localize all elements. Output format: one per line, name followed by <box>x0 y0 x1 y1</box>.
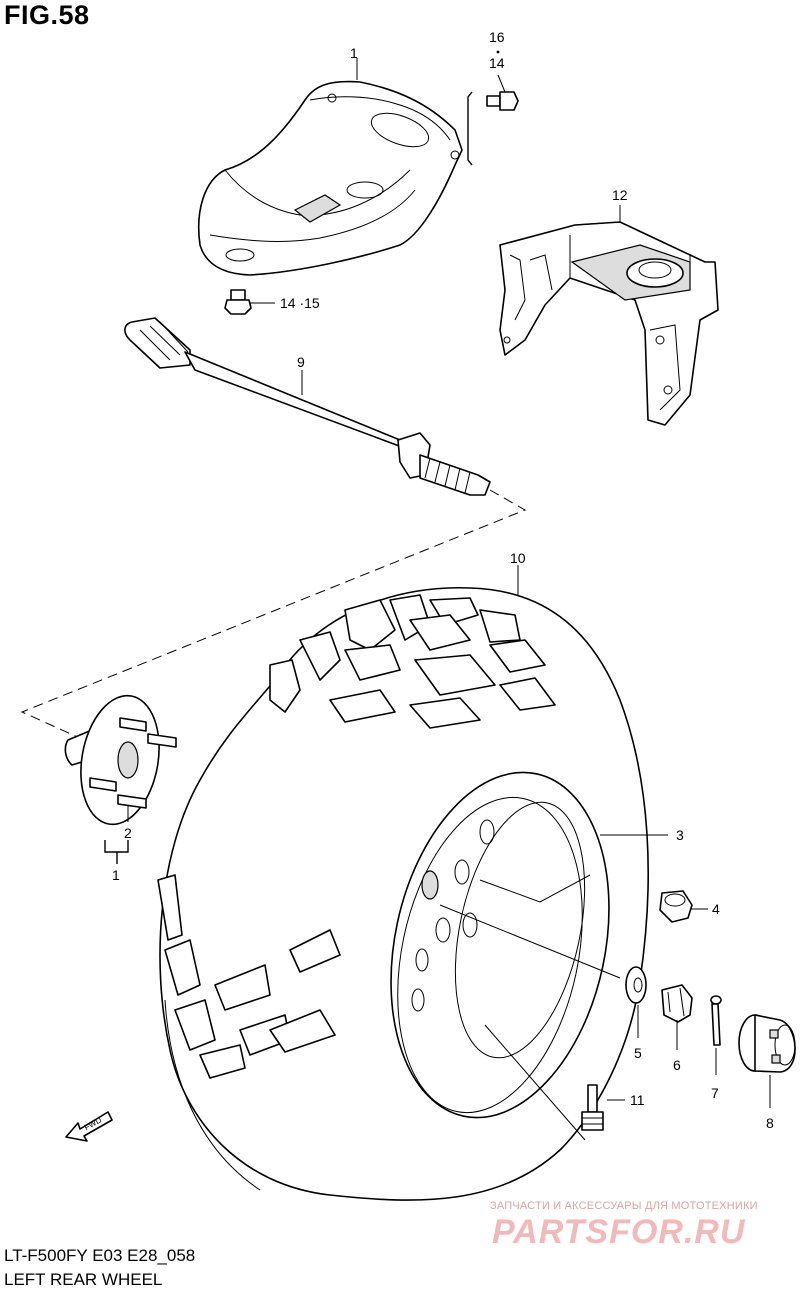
part-11-valve <box>581 1084 604 1131</box>
callout-7: 7 <box>711 1085 719 1101</box>
callout-16: 16 <box>489 29 505 45</box>
part-3-rim <box>390 771 668 1119</box>
part-7-cotter-pin <box>710 995 722 1075</box>
callout-2: 2 <box>124 825 132 841</box>
part-13-mudguard <box>197 58 519 315</box>
leader-lines <box>439 874 708 1141</box>
callout-11: 11 <box>630 1092 645 1108</box>
callout-12: 12 <box>612 187 628 203</box>
alignment-line <box>20 489 527 749</box>
part-9-axle-shaft <box>124 317 491 496</box>
callout-3: 3 <box>676 827 684 843</box>
part-8-hub-cap <box>738 1014 796 1108</box>
callout-4: 4 <box>712 901 720 917</box>
callout-13: 1 <box>350 45 358 61</box>
part-1-hub <box>64 694 177 864</box>
part-6-castle-nut <box>661 984 693 1050</box>
callout-6: 6 <box>673 1057 681 1073</box>
callout-10: 10 <box>510 550 526 566</box>
watermark-logo: PARTSFOR.RU <box>492 1213 746 1251</box>
callout-14: 14 <box>489 55 505 71</box>
tire-tread <box>157 594 556 1079</box>
part-2-wheel-studs <box>89 717 177 809</box>
figure-title: FIG.58 <box>4 0 90 30</box>
model-code: LT-F500FY E03 E28_058 <box>4 1246 196 1265</box>
part-12-bracket <box>499 205 719 426</box>
fwd-arrow-icon: FWD <box>65 1111 113 1142</box>
callout-5: 5 <box>634 1045 642 1061</box>
callout-labels: 1 16 14 12 14 ·15 9 10 2 1 3 4 5 6 7 8 1… <box>112 29 774 1131</box>
callout-14-15: 14 ·15 <box>280 295 320 311</box>
callout-8: 8 <box>766 1115 774 1131</box>
callout-9: 9 <box>297 354 305 370</box>
part-5-washer <box>625 966 647 1038</box>
callout-1: 1 <box>112 867 120 883</box>
part-4-nut <box>659 890 693 923</box>
figure-caption: LEFT REAR WHEEL <box>4 1270 163 1289</box>
watermark-tagline: ЗАПЧАСТИ И АКСЕССУАРЫ ДЛЯ МОТОТЕХНИКИ <box>490 1200 758 1212</box>
callout-dot <box>496 50 500 54</box>
